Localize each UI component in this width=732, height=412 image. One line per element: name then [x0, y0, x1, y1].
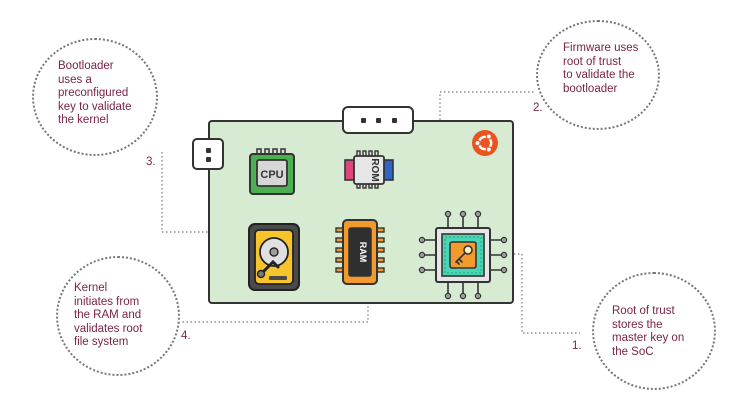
hard-drive-icon	[248, 223, 300, 291]
callout-number-4: 4.	[181, 330, 191, 342]
callout-text-1: Root of trust stores the master key on t…	[612, 305, 685, 358]
ram-label: RAM	[358, 242, 368, 263]
key-icon	[455, 245, 473, 265]
ubuntu-logo-icon	[472, 130, 498, 156]
cpu-chip-icon: CPU	[249, 148, 295, 195]
callout-number-1: 1.	[572, 340, 582, 352]
callout-bubble-4	[56, 256, 180, 376]
callout-number-2: 2.	[533, 102, 543, 114]
connector-1	[506, 253, 580, 334]
callout-bubble-1	[592, 272, 716, 390]
callout-bubble-3	[32, 38, 158, 156]
soc-key-chip-icon	[418, 210, 508, 300]
rom-label: ROM	[369, 158, 380, 181]
ram-chip-icon: RAM	[335, 219, 385, 285]
callout-number-3: 3.	[146, 156, 156, 168]
callout-text-4: Kernel initiates from the RAM and valida…	[74, 282, 143, 348]
cpu-label: CPU	[260, 169, 283, 181]
callout-text-2: Firmware uses root of trust to validate …	[563, 42, 639, 95]
callout-bubble-2	[536, 20, 660, 130]
rom-chip-icon: ROM	[344, 150, 394, 189]
board-side-connector	[192, 138, 224, 170]
board-top-connector	[342, 106, 414, 134]
callout-text-3: Bootloader uses a preconfigured key to v…	[58, 60, 132, 126]
